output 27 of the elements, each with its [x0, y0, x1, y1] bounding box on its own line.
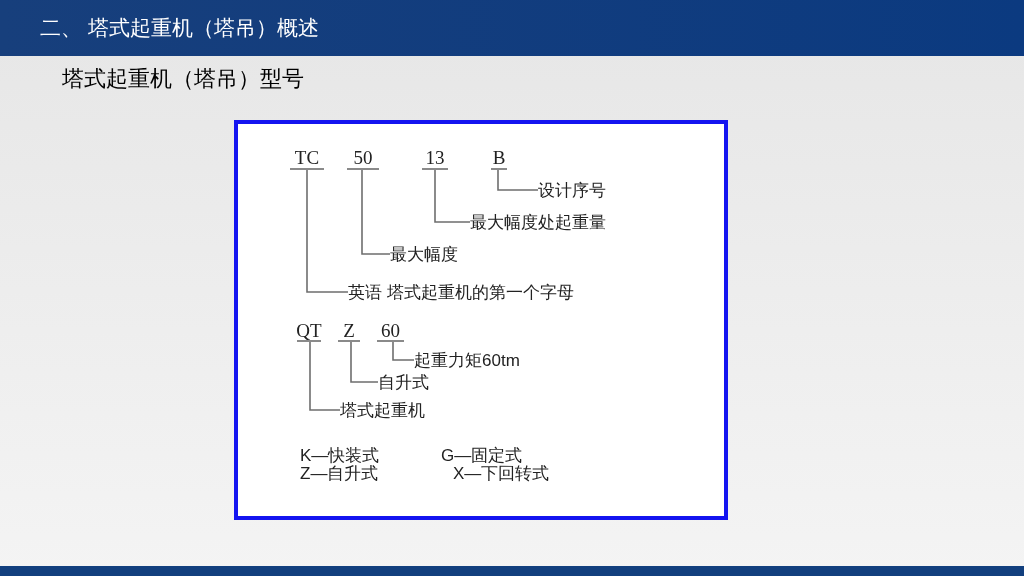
leader-line — [361, 169, 391, 255]
code-description: 最大幅度 — [390, 242, 500, 266]
type-key-note: Z—自升式 — [300, 465, 379, 482]
code-description: 英语 塔式起重机的第一个字母 — [348, 280, 678, 304]
model-code: Z — [338, 320, 360, 342]
leader-line — [434, 169, 471, 223]
type-key-note: G—固定式 — [441, 447, 523, 464]
type-key-note: X—下回转式 — [453, 465, 550, 482]
slide-title: 二、 塔式起重机（塔吊）概述 — [40, 15, 319, 42]
leader-line — [309, 341, 341, 411]
model-code: 50 — [347, 146, 379, 170]
model-code: QT — [297, 320, 321, 342]
leader-line — [306, 169, 349, 293]
code-description: 自升式 — [378, 370, 458, 394]
model-code: TC — [290, 146, 324, 170]
leader-line — [392, 341, 415, 361]
type-key-note: K—快装式 — [300, 447, 380, 464]
code-description: 最大幅度处起重量 — [470, 210, 670, 234]
code-description: 起重力矩60tm — [414, 348, 574, 372]
section-heading: 塔式起重机（塔吊）型号 — [62, 68, 304, 90]
leader-line — [350, 341, 379, 383]
code-description: 设计序号 — [538, 178, 658, 202]
leader-line — [497, 169, 539, 191]
model-code: 13 — [422, 146, 448, 170]
model-code: 60 — [377, 320, 404, 342]
model-code: B — [491, 146, 507, 170]
code-description: 塔式起重机 — [340, 398, 450, 422]
